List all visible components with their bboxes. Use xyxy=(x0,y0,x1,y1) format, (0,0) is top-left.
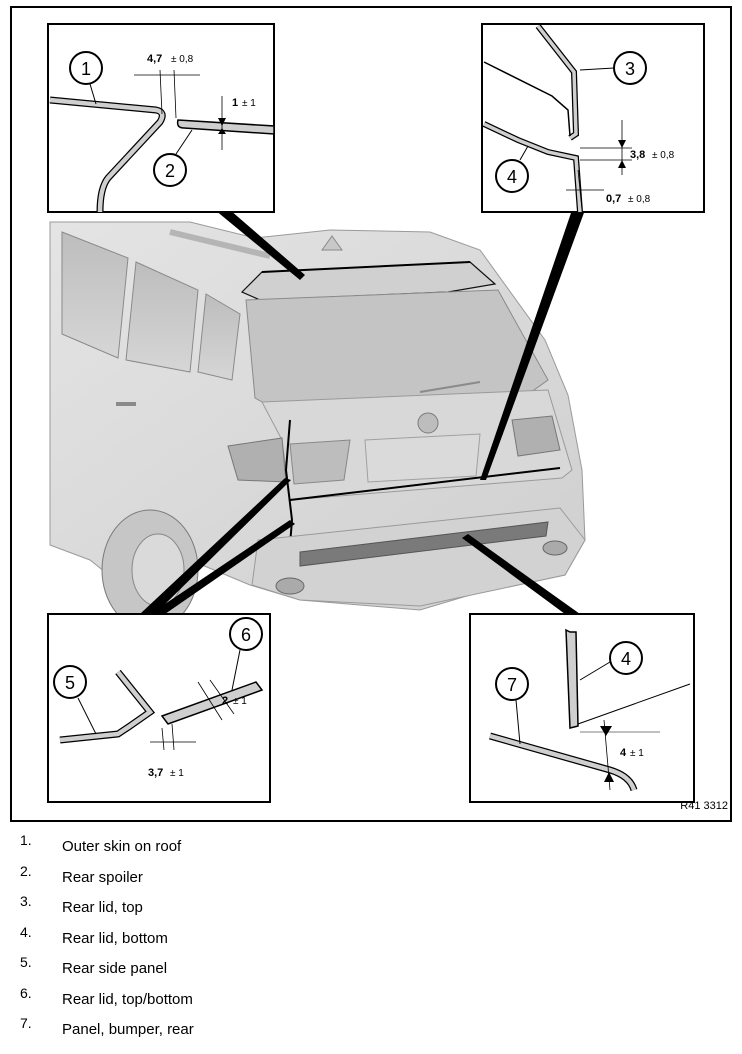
dim-6-tol: ± 1 xyxy=(170,768,184,779)
callout-1: 1 xyxy=(81,59,91,79)
callout-5: 5 xyxy=(65,673,75,693)
tail-light-right xyxy=(511,415,561,457)
callout-3: 3 xyxy=(625,59,635,79)
legend-text: Panel, bumper, rear xyxy=(62,1021,194,1038)
callout-4b: 4 xyxy=(621,649,631,669)
legend-number: 7. xyxy=(20,1015,32,1031)
legend-text: Rear lid, bottom xyxy=(62,929,168,947)
side-window-middle xyxy=(125,261,199,373)
exhaust-right xyxy=(542,540,568,556)
legend-item-3: 3. Rear lid, top xyxy=(20,893,520,924)
dim-6-value: 3,7 xyxy=(148,767,163,779)
bumper-strip xyxy=(299,521,549,567)
detail-box-roof-spoiler: 1 2 4,7 ± 0,8 1 ± 1 xyxy=(47,23,275,213)
legend-item-2: 2. Rear spoiler xyxy=(20,863,520,894)
tail-light-left xyxy=(227,437,287,483)
legend-text: Rear spoiler xyxy=(62,868,143,886)
dim-7-tol: ± 1 xyxy=(630,748,644,759)
car-illustration xyxy=(49,221,586,631)
detail-box-lid-bumper: 4 7 4 ± 1 xyxy=(469,613,695,803)
legend-number: 1. xyxy=(20,832,32,848)
roof-rail xyxy=(169,229,271,259)
detail-box-side-panel-lid: 5 6 2 ± 1 3,7 ± 1 xyxy=(47,613,271,803)
dim-2-tol: ± 1 xyxy=(242,98,256,109)
leader-lines xyxy=(140,210,585,614)
exhaust-left xyxy=(275,577,305,595)
emblem xyxy=(417,412,439,434)
callout-7: 7 xyxy=(507,675,517,695)
legend-text: Rear lid, top/bottom xyxy=(62,990,193,1008)
detail-box-rear-lid-top-bottom: 3 4 3,8 ± 0,8 0,7 ± 0,8 xyxy=(481,23,705,213)
callout-4: 4 xyxy=(507,167,517,187)
legend-text: Rear side panel xyxy=(62,960,168,977)
dim-3-tol: ± 0,8 xyxy=(652,150,675,161)
legend-text: Rear lid, top xyxy=(62,899,143,916)
dim-7-value: 4 xyxy=(620,747,627,759)
legend-item-7: 7. Panel, bumper, rear xyxy=(20,1015,520,1046)
dim-1-value: 4,7 xyxy=(147,53,162,65)
rear-wheel-hub xyxy=(131,533,185,607)
legend-number: 3. xyxy=(20,893,32,909)
side-window-rear xyxy=(197,293,241,381)
legend-list: 1. Outer skin on roof 2. Rear spoiler 3.… xyxy=(20,832,520,1046)
dim-4-value: 0,7 xyxy=(606,193,621,205)
plate-recess xyxy=(364,433,481,483)
legend-item-5: 5. Rear side panel xyxy=(20,954,520,985)
dim-2-value: 1 xyxy=(232,97,238,109)
legend-item-4: 4. Rear lid, bottom xyxy=(20,924,520,955)
legend-number: 4. xyxy=(20,923,32,940)
callout-2: 2 xyxy=(165,161,175,181)
dim-4-tol: ± 0,8 xyxy=(628,194,651,205)
legend-item-6: 6. Rear lid, top/bottom xyxy=(20,985,520,1016)
legend-number: 5. xyxy=(20,954,32,970)
gap-line-lid-bottom xyxy=(289,467,561,501)
dim-5-tol: ± 1 xyxy=(233,696,247,707)
antenna xyxy=(321,235,343,251)
legend-number: 6. xyxy=(20,984,32,1001)
technical-diagram: 1 2 4,7 ± 0,8 1 ± 1 3 4 3,8 xyxy=(47,23,705,803)
rear-wiper xyxy=(419,381,481,393)
drawing-code: R41 3312 xyxy=(680,800,728,812)
legend-item-1: 1. Outer skin on roof xyxy=(20,832,520,863)
legend-text: Outer skin on roof xyxy=(62,838,182,855)
tail-light-inner xyxy=(289,439,351,485)
dim-5-value: 2 xyxy=(222,695,228,707)
callout-6: 6 xyxy=(241,625,251,645)
dim-1-tol: ± 0,8 xyxy=(171,54,194,65)
side-window-front xyxy=(61,231,129,359)
dim-3-value: 3,8 xyxy=(630,149,645,161)
legend-number: 2. xyxy=(20,862,32,879)
